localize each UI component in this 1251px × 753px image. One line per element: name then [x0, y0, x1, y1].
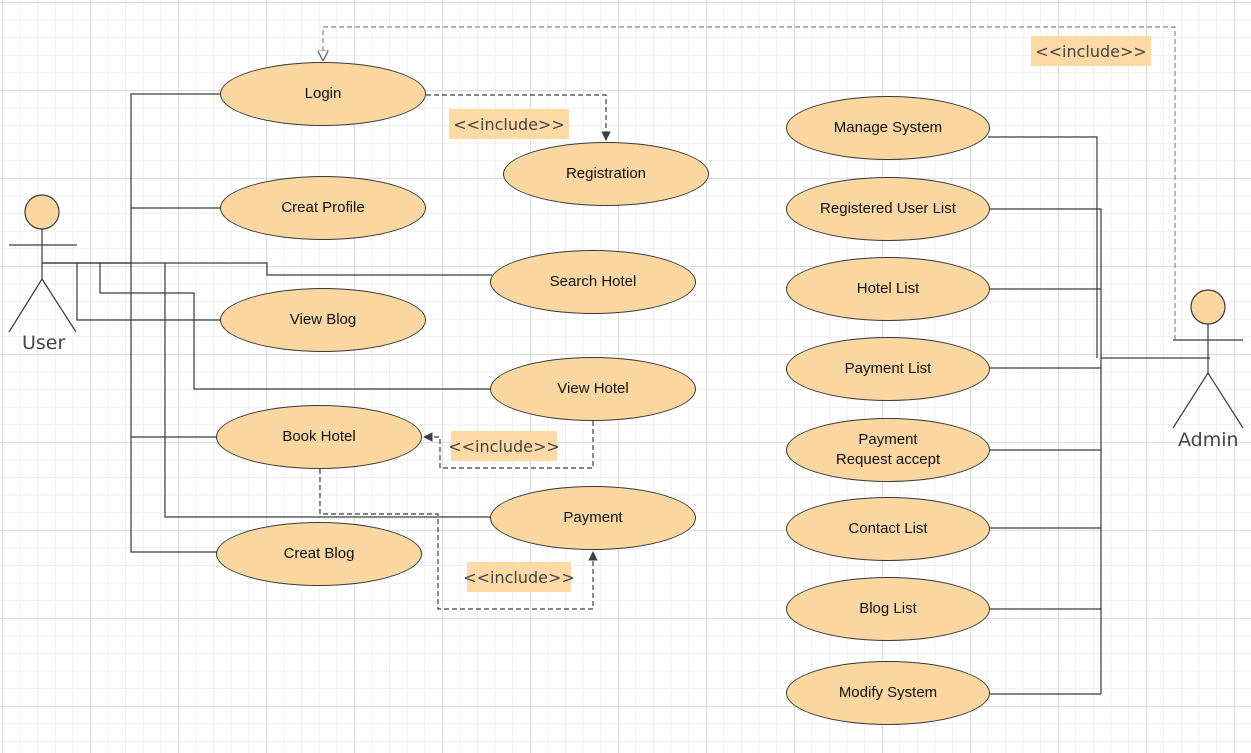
include-label-book-view-hotel: <<include>>: [448, 431, 560, 461]
use-case-search-hotel[interactable]: Search Hotel: [490, 250, 696, 314]
assoc-admin-registered-user-list: [990, 208, 1102, 694]
use-case-registered-user-list[interactable]: Registered User List: [786, 177, 990, 241]
include-book-hotel-payment: [319, 469, 598, 610]
use-case-payment[interactable]: Payment: [490, 486, 696, 550]
include-admin-login: [323, 26, 1176, 340]
assoc-user-book-hotel: [130, 263, 218, 438]
admin-actor-label: Admin: [1178, 429, 1239, 451]
use-case-contact-list[interactable]: Contact List: [786, 497, 990, 561]
include-label-login-registration: <<include>>: [449, 109, 569, 139]
admin-actor-icon: [1172, 289, 1244, 429]
use-case-registration[interactable]: Registration: [503, 142, 709, 206]
use-case-blog-list[interactable]: Blog List: [786, 577, 990, 641]
assoc-user-login: [42, 93, 222, 264]
include-login-registration: [426, 94, 611, 141]
include-book-hotel-view-hotel: [423, 421, 594, 469]
use-case-creat-blog[interactable]: Creat Blog: [216, 522, 422, 586]
include-label-admin-login: <<include>>: [1031, 36, 1151, 66]
user-actor-label: User: [22, 332, 66, 354]
user-actor-icon: [8, 194, 77, 333]
use-case-login[interactable]: Login: [220, 62, 426, 126]
use-case-payment-request-accept[interactable]: Payment Request accept: [786, 418, 990, 482]
assoc-user-view-hotel: [99, 263, 492, 390]
use-case-book-hotel[interactable]: Book Hotel: [216, 405, 422, 469]
use-case-view-blog[interactable]: View Blog: [220, 288, 426, 352]
use-case-payment-list[interactable]: Payment List: [786, 337, 990, 401]
assoc-user-view-blog: [76, 263, 222, 321]
use-case-creat-profile[interactable]: Creat Profile: [220, 176, 426, 240]
include-label-book-payment: <<include>>: [463, 562, 575, 592]
assoc-admin-manage-system: [988, 136, 1098, 358]
use-case-view-hotel[interactable]: View Hotel: [490, 357, 696, 421]
assoc-user-creat-blog: [130, 437, 218, 553]
assoc-user-payment: [164, 263, 492, 518]
use-case-hotel-list[interactable]: Hotel List: [786, 257, 990, 321]
assoc-user-search-hotel: [42, 262, 492, 276]
use-case-modify-system[interactable]: Modify System: [786, 661, 990, 725]
use-case-manage-system[interactable]: Manage System: [786, 96, 990, 160]
